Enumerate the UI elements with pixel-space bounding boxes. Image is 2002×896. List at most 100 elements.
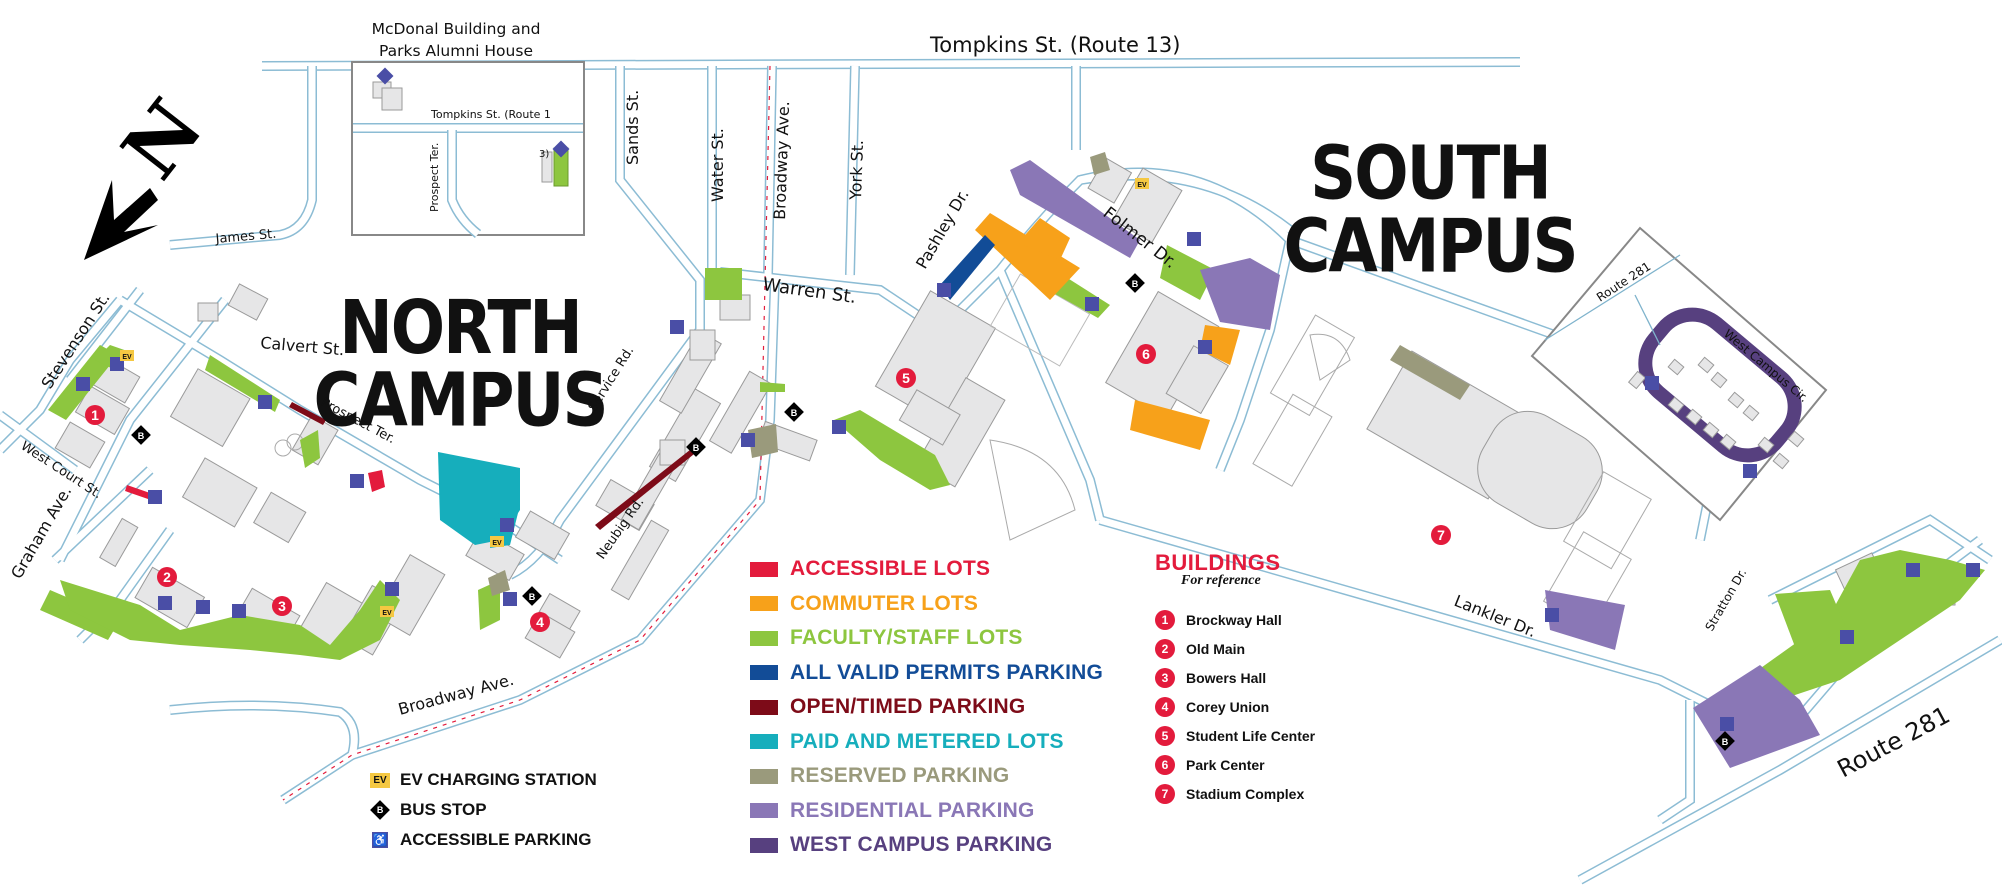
legend-item-west-campus: WEST CAMPUS PARKING xyxy=(750,828,1103,863)
street-label-tompkins: Tompkins St. (Route 13) xyxy=(929,33,1180,57)
parking-lots xyxy=(40,152,1985,768)
legend-label: WEST CAMPUS PARKING xyxy=(790,833,1053,857)
accessible-icon xyxy=(832,420,846,434)
street-label-calvert: Calvert St. xyxy=(260,333,346,359)
ev-icon: EV xyxy=(1135,178,1149,189)
accessible-icon xyxy=(376,67,394,85)
buildings-title: BUILDINGS xyxy=(1155,550,1281,575)
building-marker-1[interactable]: 1 xyxy=(85,405,105,425)
accessible-icon xyxy=(937,283,951,297)
building-markers: 1 2 3 4 5 6 7 xyxy=(85,344,1451,632)
bus-stop-icon[interactable]: B xyxy=(131,425,151,445)
building-name: Student Life Center xyxy=(1186,727,1316,744)
symbol-item-accessible: ♿ ACCESSIBLE PARKING xyxy=(370,825,597,855)
legend-label: PAID AND METERED LOTS xyxy=(790,729,1064,753)
svg-text:6: 6 xyxy=(1142,346,1150,362)
building-marker-5[interactable]: 5 xyxy=(896,368,916,388)
open-timed-prospect xyxy=(289,402,326,425)
swatch-accessible xyxy=(750,561,778,577)
svg-text:B: B xyxy=(529,592,536,602)
building-marker-2[interactable]: 2 xyxy=(157,567,177,587)
accessible-icon xyxy=(158,596,172,610)
building-item-corey-union: 4 Corey Union xyxy=(1155,692,1315,721)
swatch-open-timed xyxy=(750,699,778,715)
accessible-icon xyxy=(232,604,246,618)
ev-icon: EV xyxy=(120,350,134,361)
legend-label: COMMUTER LOTS xyxy=(790,591,979,615)
svg-text:SOUTH: SOUTH xyxy=(1310,132,1550,217)
swatch-reserved xyxy=(750,768,778,784)
building-name: Park Center xyxy=(1186,756,1265,773)
accessible-icon xyxy=(148,490,162,504)
building-name: Bowers Hall xyxy=(1186,669,1267,686)
parking-legend: ACCESSIBLE LOTS COMMUTER LOTS FACULTY/ST… xyxy=(750,552,1103,863)
legend-item-paid-metered: PAID AND METERED LOTS xyxy=(750,725,1103,760)
ev-icon: EV xyxy=(370,772,390,788)
accessible-icon xyxy=(670,320,684,334)
accessible-icon xyxy=(552,140,570,158)
lot-reserved-stadium xyxy=(1390,345,1470,400)
legend-label: ACCESSIBLE LOTS xyxy=(790,557,991,581)
swatch-west-campus xyxy=(750,837,778,853)
building-marker-4[interactable]: 4 xyxy=(530,612,550,632)
bus-stop-icon[interactable]: B xyxy=(784,402,804,422)
symbol-label: ACCESSIBLE PARKING xyxy=(400,830,592,849)
building-item-bowers: 3 Bowers Hall xyxy=(1155,663,1315,692)
legend-label: ALL VALID PERMITS PARKING xyxy=(790,660,1104,684)
svg-text:2: 2 xyxy=(163,569,171,585)
building-marker-7[interactable]: 7 xyxy=(1431,525,1451,545)
swatch-faculty-staff xyxy=(750,630,778,646)
svg-text:EV: EV xyxy=(1137,182,1147,189)
building-number-badge: 4 xyxy=(1155,696,1175,717)
lot-residential-lankler xyxy=(1545,590,1625,650)
building-number-badge: 5 xyxy=(1155,725,1175,746)
svg-text:EV: EV xyxy=(492,540,502,547)
accessible-icon xyxy=(258,395,272,409)
legend-item-open-timed: OPEN/TIMED PARKING xyxy=(750,690,1103,725)
accessible-icon xyxy=(1085,297,1099,311)
inset-marker-3: 3) xyxy=(539,149,549,160)
symbol-item-bus: B BUS STOP xyxy=(370,795,597,825)
bus-stops: B B B B B B xyxy=(131,273,1735,751)
bus-stop-icon[interactable]: B xyxy=(686,437,706,457)
legend-item-accessible: ACCESSIBLE LOTS xyxy=(750,552,1103,587)
accessible-icon xyxy=(500,518,514,532)
mcdonal-inset: Tompkins St. (Route 1 Prospect Ter. 3) xyxy=(351,61,585,238)
svg-text:1: 1 xyxy=(91,407,99,423)
inset-street-label-prospect: Prospect Ter. xyxy=(428,143,441,212)
bus-stop-icon[interactable]: B xyxy=(1715,731,1735,751)
building-marker-3[interactable]: 3 xyxy=(272,596,292,616)
inset-street-label-tompkins: Tompkins St. (Route 1 xyxy=(430,108,551,121)
svg-text:4: 4 xyxy=(536,614,544,630)
buildings-legend: BUILDINGS For reference 1 Brockway Hall … xyxy=(1155,550,1315,808)
bus-stop-icon[interactable]: B xyxy=(1125,273,1145,293)
building-item-old-main: 2 Old Main xyxy=(1155,634,1315,663)
lot-accessible-west-court xyxy=(125,485,150,499)
svg-text:B: B xyxy=(1132,279,1139,289)
accessible-icon xyxy=(350,474,364,488)
lot-all-valid-permits xyxy=(940,235,995,300)
legend-item-all-valid-permits: ALL VALID PERMITS PARKING xyxy=(750,656,1103,691)
accessible-icon xyxy=(503,592,517,606)
legend-label: FACULTY/STAFF LOTS xyxy=(790,626,1023,650)
legend-item-faculty-staff: FACULTY/STAFF LOTS xyxy=(750,621,1103,656)
svg-text:B: B xyxy=(1722,737,1729,747)
ev-icon: EV xyxy=(380,606,394,617)
bus-stop-icon[interactable]: B xyxy=(522,586,542,606)
building-name: Corey Union xyxy=(1186,698,1270,715)
svg-text:EV: EV xyxy=(382,610,392,617)
street-label-york: York St. xyxy=(846,140,867,202)
north-campus-title: NORTH CAMPUS xyxy=(313,286,608,444)
accessible-icon xyxy=(1545,608,1559,622)
svg-text:CAMPUS: CAMPUS xyxy=(1283,204,1576,289)
symbol-label: BUS STOP xyxy=(400,800,487,819)
building-item-park-center: 6 Park Center xyxy=(1155,750,1315,779)
lot-commuter-pashley xyxy=(975,213,1080,300)
svg-text:7: 7 xyxy=(1437,527,1445,543)
north-arrow-label: N xyxy=(105,83,221,195)
building-marker-6[interactable]: 6 xyxy=(1136,344,1156,364)
symbol-item-ev: EV EV CHARGING STATION xyxy=(370,765,597,795)
open-timed-neubig xyxy=(595,442,704,530)
street-label-james: James St. xyxy=(214,227,277,247)
